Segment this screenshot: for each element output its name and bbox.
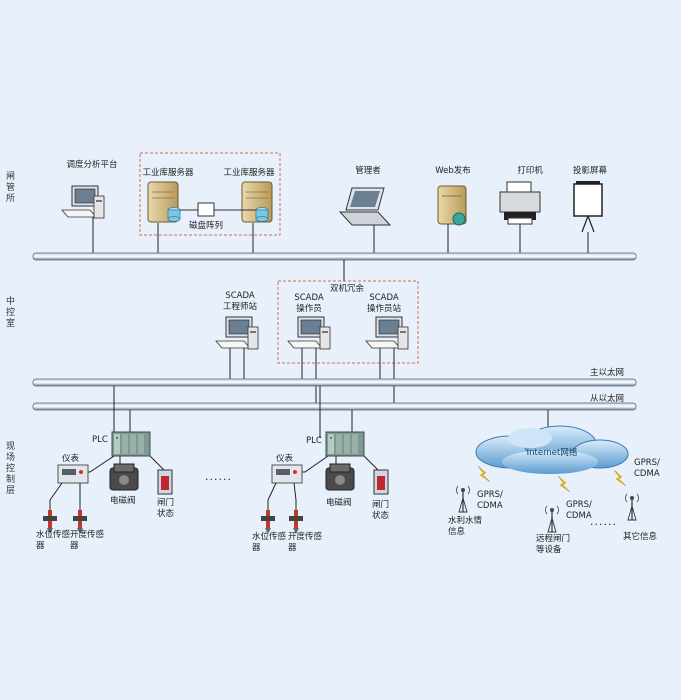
operator-station-label-2: 操作员站 — [366, 304, 402, 314]
plc-1-icon — [111, 431, 151, 457]
wireless-bolt-1 — [477, 465, 491, 483]
server-group-box — [139, 152, 281, 236]
gate-status-2-label: 闸门状态 — [372, 500, 390, 521]
solenoid-1-label: 电磁阀 — [110, 496, 136, 506]
disk-array-label: 磁盘阵列 — [188, 221, 224, 231]
main-ethernet-label: 主以太网 — [590, 368, 625, 378]
projector-label: 投影屏幕 — [572, 166, 608, 176]
solenoid-2-label: 电磁阀 — [326, 498, 352, 508]
manager-label: 管理者 — [355, 166, 381, 176]
operator-pc-icon — [287, 316, 331, 350]
web-server-icon — [437, 185, 467, 226]
dispatch-platform-label: 调度分析平台 — [66, 160, 118, 170]
engineer-station-icon — [215, 316, 259, 350]
laptop-icon — [338, 187, 392, 226]
remote-gate-label: 远程闸门等设备 — [536, 534, 571, 555]
gate-status-1-label: 闸门状态 — [157, 498, 175, 519]
ellipsis-1: ...... — [205, 470, 232, 483]
operator-station-icon — [365, 316, 409, 350]
gprs-3-label: GPRS/ CDMA — [634, 458, 660, 479]
antenna-2-icon — [544, 505, 560, 533]
solenoid-valve-2-icon — [325, 463, 355, 491]
operator-station-label-1: SCADA — [369, 293, 399, 303]
printer-icon — [499, 181, 541, 225]
db-server-2-label: 工业库服务器 — [223, 168, 275, 178]
backup-ethernet-bus — [32, 402, 637, 411]
meter-1-label: 仪表 — [62, 454, 80, 464]
gprs-2-label: GPRS/ CDMA — [566, 500, 592, 521]
meter-1-icon — [57, 464, 89, 484]
antenna-1-icon — [455, 485, 471, 513]
plc-2-icon — [325, 431, 365, 457]
redundancy-label: 双机冗余 — [329, 284, 365, 294]
plc-2-label: PLC — [306, 436, 322, 446]
opening-sensor-2-icon — [289, 510, 303, 534]
engineer-station-label-2: 工程师站 — [222, 302, 258, 312]
meter-2-icon — [271, 464, 303, 484]
wireless-bolt-2 — [557, 475, 571, 493]
other-info-label: 其它信息 — [622, 532, 658, 542]
plc-1-label: PLC — [92, 435, 108, 445]
level-sensor-2-icon — [261, 510, 275, 534]
opening-sensor-2-label: 开度传感器 — [288, 532, 323, 553]
internet-cloud-icon — [475, 425, 629, 474]
zone-label-control-room: 中控室 — [6, 297, 16, 329]
water-info-label: 水利水情信息 — [448, 516, 483, 537]
backup-ethernet-label: 从以太网 — [590, 394, 625, 404]
gprs-1-label: GPRS/ CDMA — [477, 490, 503, 511]
db-server-1-label: 工业库服务器 — [142, 168, 194, 178]
zone-label-management: 闸管所 — [6, 172, 16, 204]
management-bus — [32, 252, 637, 261]
opening-sensor-1-label: 开度传感器 — [70, 530, 105, 551]
redundancy-box — [277, 280, 419, 364]
operator-label-1: SCADA — [294, 293, 324, 303]
wireless-bolt-3 — [613, 469, 627, 487]
web-publish-label: Web发布 — [435, 166, 471, 176]
internet-label: Internet网络 — [526, 448, 578, 458]
gate-status-1-icon — [157, 469, 173, 495]
zone-label-field: 现场控制层 — [6, 442, 16, 496]
level-sensor-1-label: 水位传感器 — [36, 530, 71, 551]
operator-label-2: 操作员 — [296, 304, 322, 314]
level-sensor-2-label: 水位传感器 — [252, 532, 287, 553]
projector-screen-icon — [573, 181, 603, 233]
meter-2-label: 仪表 — [276, 454, 294, 464]
gate-status-2-icon — [373, 469, 389, 495]
main-ethernet-bus — [32, 378, 637, 387]
engineer-station-label-1: SCADA — [225, 291, 255, 301]
solenoid-valve-1-icon — [109, 463, 139, 491]
antenna-3-icon — [624, 493, 640, 521]
dispatch-pc-icon — [61, 185, 105, 219]
printer-label: 打印机 — [517, 166, 543, 176]
ellipsis-2: ...... — [590, 515, 617, 528]
disk-array-icon — [197, 202, 215, 217]
